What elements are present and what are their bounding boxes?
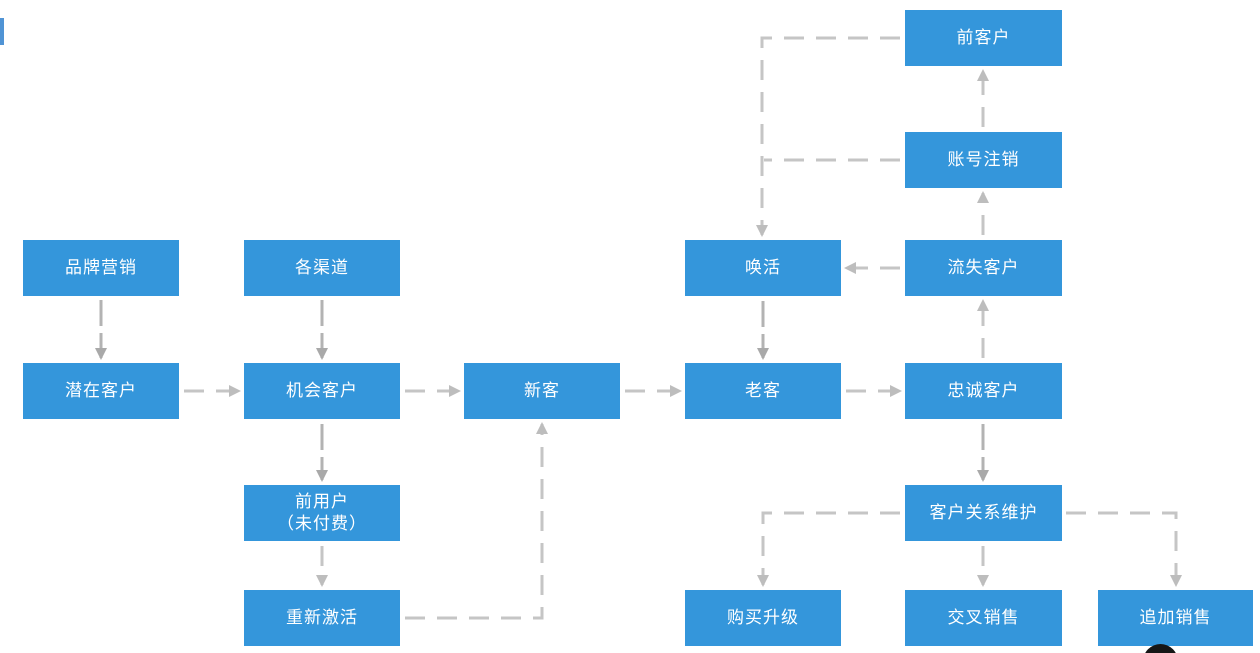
floating-widget-circle[interactable] (1143, 644, 1178, 653)
node-label: 交叉销售 (947, 608, 1020, 627)
node-label: 前客户 (956, 28, 1011, 47)
node-label: 追加销售 (1139, 608, 1212, 627)
edge-reactivate-to-new (405, 422, 548, 620)
node-crm-maintenance: 客户关系维护 (905, 485, 1062, 541)
node-label: 机会客户 (286, 381, 358, 400)
node-new-customer: 新客 (464, 363, 620, 419)
node-former-user-unpaid: 前用户 （未付费） (244, 485, 400, 541)
node-potential-customer: 潜在客户 (23, 363, 179, 419)
node-loyal-customer: 忠诚客户 (905, 363, 1062, 419)
node-label: 重新激活 (286, 608, 358, 627)
node-purchase-upgrade: 购买升级 (685, 590, 841, 646)
node-channels: 各渠道 (244, 240, 400, 296)
node-label: 购买升级 (727, 608, 799, 627)
node-label: 流失客户 (947, 258, 1020, 277)
node-label: 老客 (745, 381, 781, 400)
edge-crm-to-upgrade (757, 511, 900, 587)
edge-group (95, 36, 1182, 620)
node-label: 账号注销 (947, 150, 1020, 169)
node-re-activate: 重新激活 (244, 590, 400, 646)
node-label: 唤活 (745, 258, 781, 277)
node-label: （未付费） (277, 514, 367, 533)
node-account-cancelled: 账号注销 (905, 132, 1062, 188)
node-wake-up: 唤活 (685, 240, 841, 296)
node-label: 品牌营销 (65, 258, 137, 277)
node-label: 客户关系维护 (929, 503, 1038, 522)
node-cross-sell: 交叉销售 (905, 590, 1062, 646)
node-churned-customer: 流失客户 (905, 240, 1062, 296)
node-old-customer: 老客 (685, 363, 841, 419)
node-label: 前用户 (295, 492, 349, 511)
node-label: 各渠道 (295, 258, 349, 277)
edge-former-to-wakeup (756, 36, 900, 237)
node-label: 新客 (524, 381, 560, 400)
node-label: 潜在客户 (65, 381, 137, 400)
left-edge-accent-bar (0, 18, 4, 45)
node-label: 忠诚客户 (947, 381, 1020, 400)
node-opportunity-customer: 机会客户 (244, 363, 400, 419)
node-brand-marketing: 品牌营销 (23, 240, 179, 296)
edge-crm-to-upsell (1066, 511, 1182, 587)
node-former-customer: 前客户 (905, 10, 1062, 66)
node-upsell: 追加销售 (1098, 590, 1253, 646)
